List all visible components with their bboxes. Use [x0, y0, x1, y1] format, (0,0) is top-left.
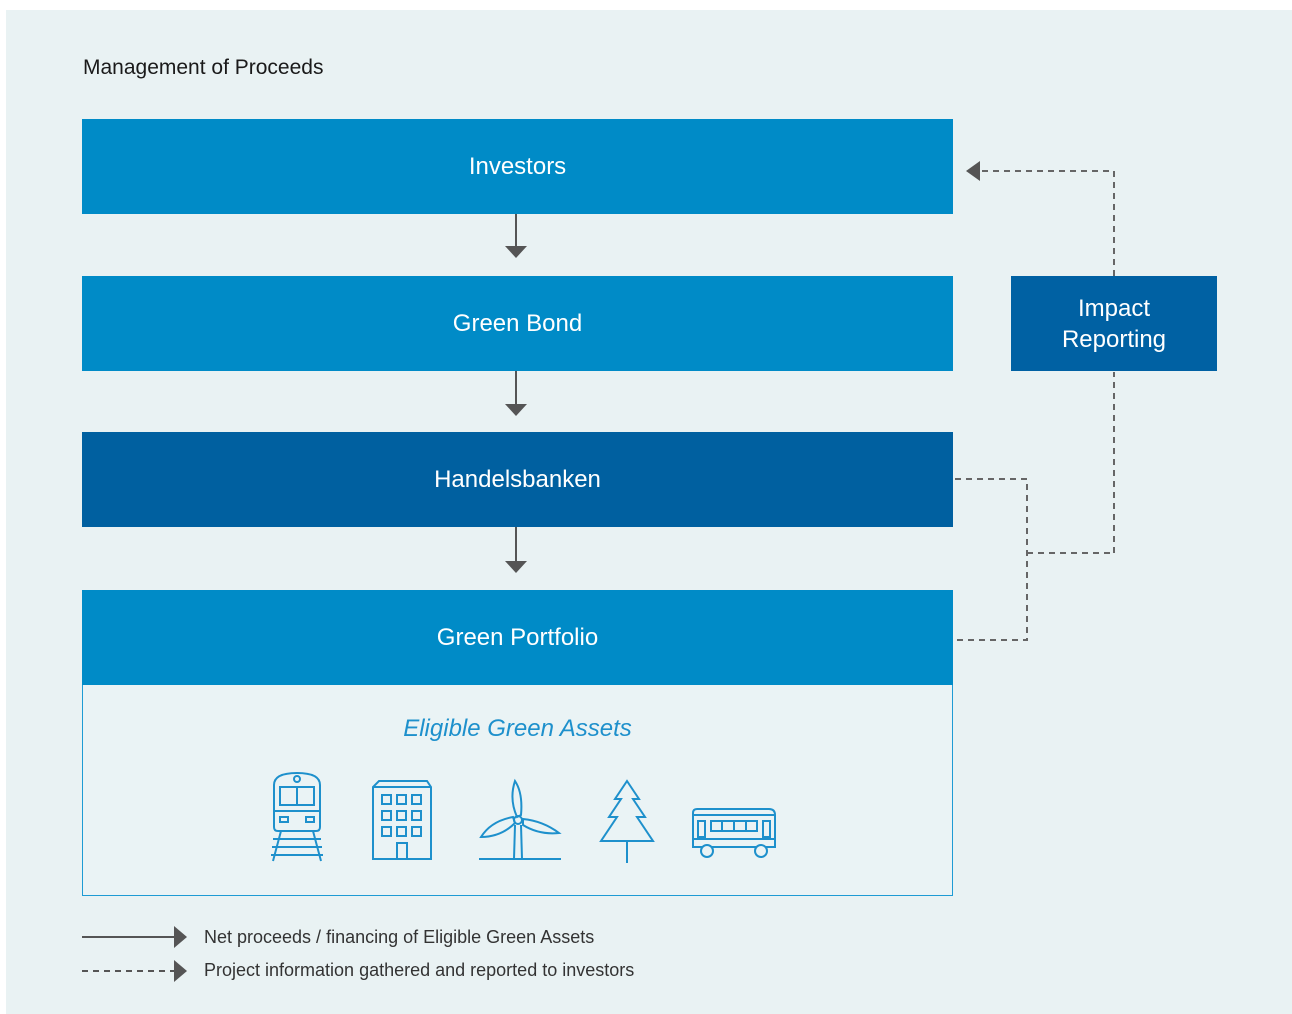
tree-icon [599, 779, 655, 863]
impact-reporting-line2: Reporting [1061, 325, 1167, 353]
legend-solid-arrowhead [174, 926, 187, 948]
dashed-bracket [955, 478, 1028, 641]
investors-box: Investors [82, 119, 953, 214]
legend-solid-label: Net proceeds / financing of Eligible Gre… [204, 927, 595, 947]
arrowhead-dashed-investors [966, 161, 980, 181]
handelsbanken-box: Handelsbanken [82, 432, 953, 527]
impact-reporting-box: Impact Reporting [1011, 276, 1217, 371]
diagram-title: Management of Proceeds [83, 56, 324, 79]
legend-dashed-label: Project information gathered and reporte… [204, 960, 635, 980]
impact-reporting-line1: Impact [1077, 294, 1151, 322]
eligible-assets-title: Eligible Green Assets [403, 715, 632, 742]
green-portfolio-box: Green Portfolio [82, 590, 953, 685]
dashed-to-investors [980, 170, 1115, 276]
building-icon [372, 780, 432, 860]
arrowhead-1 [505, 246, 527, 258]
arrowhead-2 [505, 404, 527, 416]
green-bond-box: Green Bond [82, 276, 953, 371]
train-icon [271, 771, 323, 862]
arrowhead-3 [505, 561, 527, 573]
legend-dashed-arrowhead [174, 960, 187, 982]
bus-icon [692, 808, 776, 858]
wind-turbine-icon [479, 778, 562, 860]
eligible-assets-panel: Eligible Green Assets [82, 685, 953, 896]
